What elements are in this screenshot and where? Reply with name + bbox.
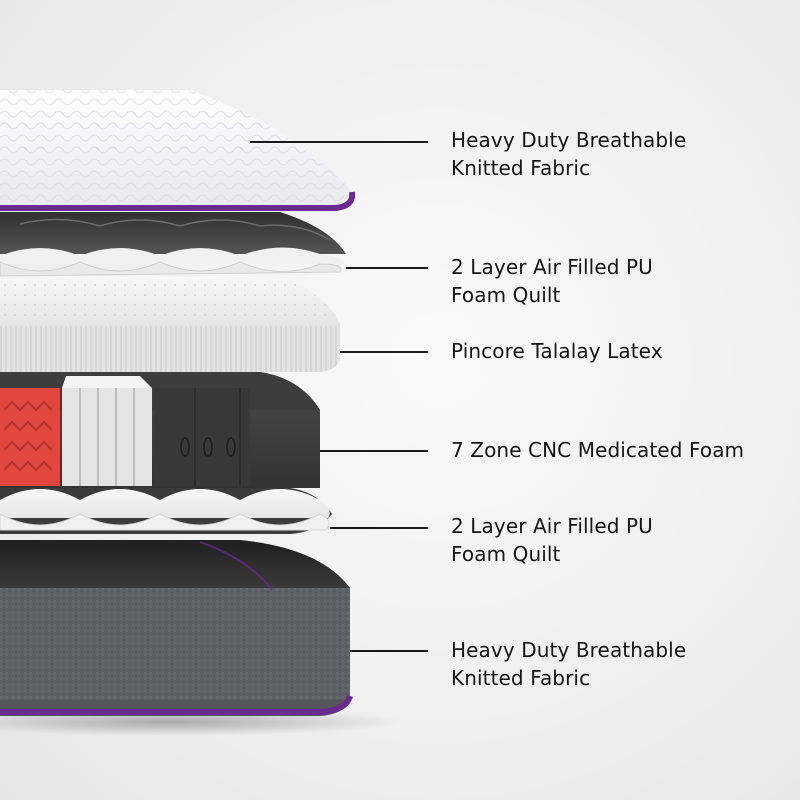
top-quilt-layer — [0, 212, 346, 277]
label-top-fabric: Heavy Duty Breathable Knitted Fabric — [451, 126, 686, 182]
label-top-quilt: 2 Layer Air Filled PU Foam Quilt — [451, 253, 653, 309]
label-latex: Pincore Talalay Latex — [451, 337, 663, 365]
latex-layer — [0, 276, 340, 372]
cnc-foam-layer — [0, 372, 320, 488]
label-line: Foam Quilt — [451, 283, 561, 307]
label-line: Knitted Fabric — [451, 156, 591, 180]
label-line: 7 Zone CNC Medicated Foam — [451, 438, 745, 462]
leader-line-bottom-fabric — [350, 650, 428, 652]
leader-line-top-fabric — [250, 141, 428, 143]
label-line: Knitted Fabric — [451, 666, 591, 690]
label-bottom-quilt: 2 Layer Air Filled PU Foam Quilt — [451, 512, 653, 568]
label-line: Heavy Duty Breathable — [451, 638, 687, 662]
top-fabric-layer — [0, 90, 356, 211]
leader-line-latex — [340, 351, 428, 353]
label-line: 2 Layer Air Filled PU — [451, 514, 653, 538]
leader-line-bottom-quilt — [330, 527, 428, 529]
label-line: Pincore Talalay Latex — [451, 339, 663, 363]
label-line: 2 Layer Air Filled PU — [451, 255, 653, 279]
bottom-fabric-layer — [0, 540, 353, 716]
label-line: Foam Quilt — [451, 542, 561, 566]
leader-line-top-quilt — [346, 267, 428, 269]
label-bottom-fabric: Heavy Duty Breathable Knitted Fabric — [451, 636, 686, 692]
label-cnc-foam: 7 Zone CNC Medicated Foam — [451, 436, 744, 464]
bottom-quilt-layer — [0, 488, 332, 534]
label-line: Heavy Duty Breathable — [451, 128, 687, 152]
leader-line-cnc-foam — [320, 450, 428, 452]
